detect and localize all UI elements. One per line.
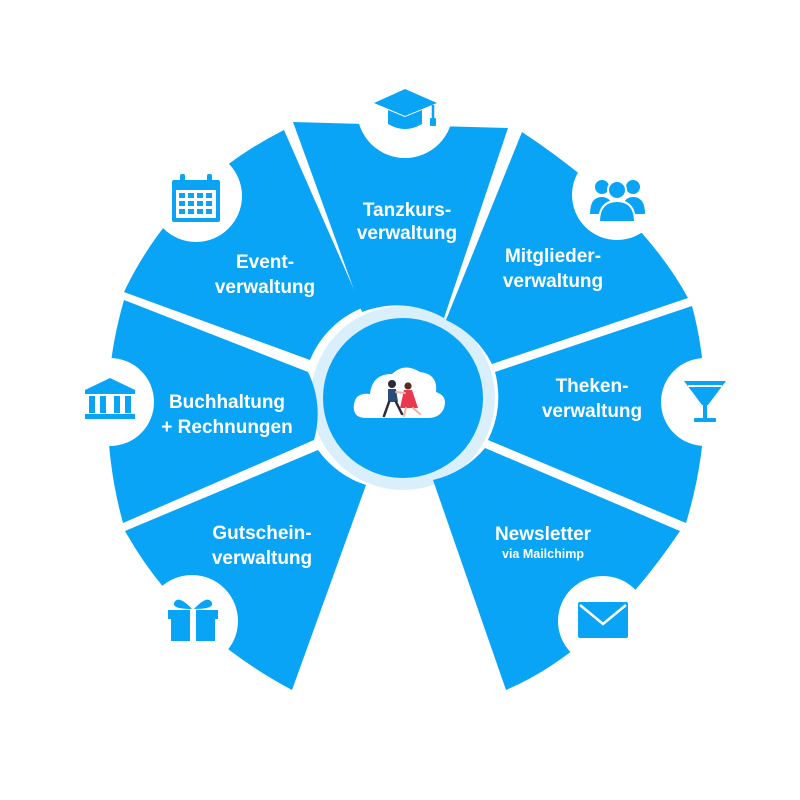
graduation-cap-icon (357, 62, 453, 158)
envelope-icon (558, 576, 648, 666)
segment-tanzkurs-line2: verwaltung (357, 223, 457, 244)
segment-buchhaltung-line1: Buchhaltung (169, 392, 285, 413)
segment-event-line1: Event- (236, 252, 294, 273)
gift-icon (146, 575, 238, 667)
segment-gutschein-line1: Gutschein- (212, 523, 311, 544)
segment-newsletter-line1: Newsletter (495, 524, 592, 545)
segment-buchhaltung: Buchhaltung + Rechnungen (107, 300, 318, 523)
segment-event: Event- verwaltung (124, 130, 362, 360)
people-group-icon (572, 150, 662, 240)
segment-mitglieder-line1: Mitglieder- (505, 246, 601, 267)
segment-newsletter-line2: via Mailchimp (502, 547, 584, 561)
segment-gutschein-line2: verwaltung (212, 548, 312, 569)
calendar-icon (150, 150, 242, 242)
segment-event-line2: verwaltung (215, 277, 315, 298)
bank-building-icon (66, 358, 154, 446)
segment-mitglieder-line2: verwaltung (503, 271, 603, 292)
segment-tanzkurs-line1: Tanzkurs- (363, 200, 451, 221)
segment-theken-line1: Theken- (556, 376, 629, 397)
segment-mitglieder: Mitglieder- verwaltung (446, 132, 688, 364)
segment-buchhaltung-line2: + Rechnungen (161, 417, 292, 438)
segment-theken: Theken- verwaltung (488, 306, 705, 523)
segment-theken-line2: verwaltung (542, 401, 642, 422)
segment-gutschein: Gutschein- verwaltung (125, 450, 366, 690)
cloud-dancers-icon (353, 367, 445, 418)
cocktail-glass-icon (661, 358, 749, 446)
segment-newsletter: Newsletter via Mailchimp (433, 448, 680, 690)
segment-tanzkurs: Tanzkurs- verwaltung (293, 122, 508, 318)
